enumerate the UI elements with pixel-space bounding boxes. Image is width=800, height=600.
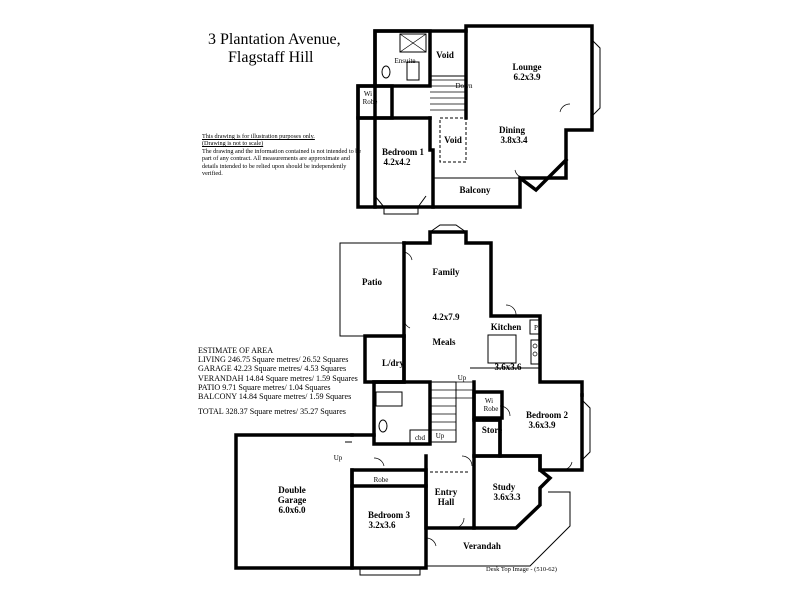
label-hall: Hall — [438, 497, 455, 507]
study-walls — [472, 454, 553, 530]
label-family: Family — [433, 267, 460, 277]
label-kitchen: Kitchen — [491, 322, 522, 332]
ground-stair-icon — [429, 381, 474, 443]
area-total: TOTAL 328.37 Square metres/ 35.27 Square… — [198, 407, 346, 417]
label-bedroom1-size: 4.2x4.2 — [384, 157, 412, 167]
label-kitchen-size: 3.6x3.6 — [495, 362, 523, 372]
label-double: Double — [278, 485, 306, 495]
label-up-hall: Up — [436, 432, 445, 440]
garage-door-arc — [373, 457, 385, 467]
label-verandah: Verandah — [463, 541, 501, 551]
bedroom2-side-door-arc — [561, 461, 573, 471]
label-entry: Entry — [435, 487, 458, 497]
label-garage: Garage — [278, 495, 307, 505]
area-row-garage: GARAGE 42.23 Square metres/ 4.53 Squares — [198, 364, 347, 374]
label-balcony: Balcony — [459, 185, 491, 195]
bedroom2-door-arc — [499, 405, 511, 417]
label-up-stair: Up — [458, 374, 467, 382]
lounge-door-arc — [559, 103, 571, 113]
bedroom2-bay-window — [581, 399, 591, 461]
bathtub — [375, 391, 403, 407]
label-robe-upper: Robe — [363, 98, 378, 106]
robe-walls — [350, 468, 428, 488]
label-robe-ground: Robe — [484, 405, 499, 413]
label-dining-size: 3.8x3.4 — [501, 135, 529, 145]
area-row-verandah: VERANDAH 14.84 Square metres/ 1.59 Squar… — [198, 373, 358, 383]
kitchen-appliance — [530, 339, 541, 365]
label-bedroom2-size: 3.6x3.9 — [529, 420, 557, 430]
label-bedroom1: Bedroom 1 — [382, 147, 425, 157]
image-caption: Desk Top Image - (510-62) — [486, 566, 557, 573]
family-bay-window — [429, 224, 467, 233]
label-ensuite: Ensuite — [395, 57, 416, 65]
ground-floor: Patio Family 4.2x7.9 Kitchen P Meals 3.6… — [234, 224, 591, 576]
balcony-outline — [433, 177, 521, 208]
area-heading: ESTIMATE OF AREA — [198, 346, 274, 355]
bedroom1-bay-window — [374, 195, 427, 215]
label-wi-ground: Wi — [485, 397, 493, 405]
kitchen-island — [487, 334, 517, 364]
label-lounge-size: 6.2x3.9 — [514, 72, 542, 82]
area-row-balcony: BALCONY 14.84 Square metres/ 1.59 Square… — [198, 392, 352, 402]
disclaimer: This drawing is for illustration purpose… — [202, 133, 362, 177]
label-bedroom2: Bedroom 2 — [526, 410, 569, 420]
label-void-upper: Void — [436, 50, 454, 60]
bedroom3-door-arc — [425, 537, 437, 547]
label-study: Study — [493, 482, 516, 492]
disclaimer-line2: (Drawing is not to scale) — [202, 140, 264, 148]
entry-door-arc — [453, 517, 465, 529]
label-pantry: P — [534, 324, 538, 332]
label-up-garage: Up — [334, 454, 343, 462]
family-door-arc — [403, 251, 413, 261]
ensuite-vanity — [406, 61, 420, 81]
label-down: Down — [455, 82, 473, 90]
disclaimer-line1: This drawing is for illustration purpose… — [202, 133, 315, 140]
upper-floor: Ensuite Void Down Wi Robe Lounge 6.2x3.9… — [356, 24, 601, 215]
label-garage-size: 6.0x6.0 — [279, 505, 307, 515]
title-line-address: 3 Plantation Avenue, — [208, 31, 341, 48]
label-wi-upper: Wi — [364, 90, 372, 98]
disclaimer-body: The drawing and the information containe… — [202, 147, 362, 178]
upper-stair-icon — [430, 79, 466, 111]
pantry-box — [529, 319, 541, 335]
title-line-suburb: Flagstaff Hill — [228, 49, 314, 66]
label-robe: Robe — [374, 476, 389, 484]
dining-bay-wall — [517, 157, 569, 193]
wc-toilet-icon — [378, 419, 388, 433]
patio-door-arc — [403, 317, 411, 329]
study-door-arc — [461, 455, 473, 467]
label-family-size: 4.2x7.9 — [433, 312, 461, 322]
patio-outline — [339, 242, 404, 337]
kitchen-door-arc — [505, 304, 517, 317]
label-laundry: L/dry — [382, 358, 405, 368]
label-meals: Meals — [433, 337, 456, 347]
label-cbd: cbd — [415, 434, 426, 442]
label-bedroom3-size: 3.2x3.6 — [369, 520, 397, 530]
label-void-lower: Void — [444, 135, 462, 145]
plan-title: 3 Plantation Avenue, Flagstaff Hill — [208, 31, 341, 67]
dining-door-arc — [514, 169, 526, 179]
bedroom3-window — [359, 568, 421, 576]
label-patio: Patio — [362, 277, 382, 287]
label-study-size: 3.6x3.3 — [494, 492, 522, 502]
family-outer-wall — [402, 230, 584, 397]
area-row-patio: PATIO 9.71 Square metres/ 1.04 Squares — [198, 382, 331, 392]
toilet-icon — [381, 65, 391, 79]
area-estimate: ESTIMATE OF AREA LIVING 246.75 Square me… — [198, 346, 358, 416]
label-dining: Dining — [499, 125, 526, 135]
label-lounge: Lounge — [512, 62, 541, 72]
void2-area — [439, 117, 467, 163]
wi-robe-ground-walls — [472, 390, 504, 420]
lounge-bay-window — [591, 39, 601, 117]
label-bedroom3: Bedroom 3 — [368, 510, 411, 520]
shower-box — [399, 33, 427, 53]
area-row-living: LIVING 246.75 Square metres/ 26.52 Squar… — [198, 355, 349, 365]
verandah-outline — [425, 491, 571, 567]
label-store: Store — [482, 425, 502, 435]
